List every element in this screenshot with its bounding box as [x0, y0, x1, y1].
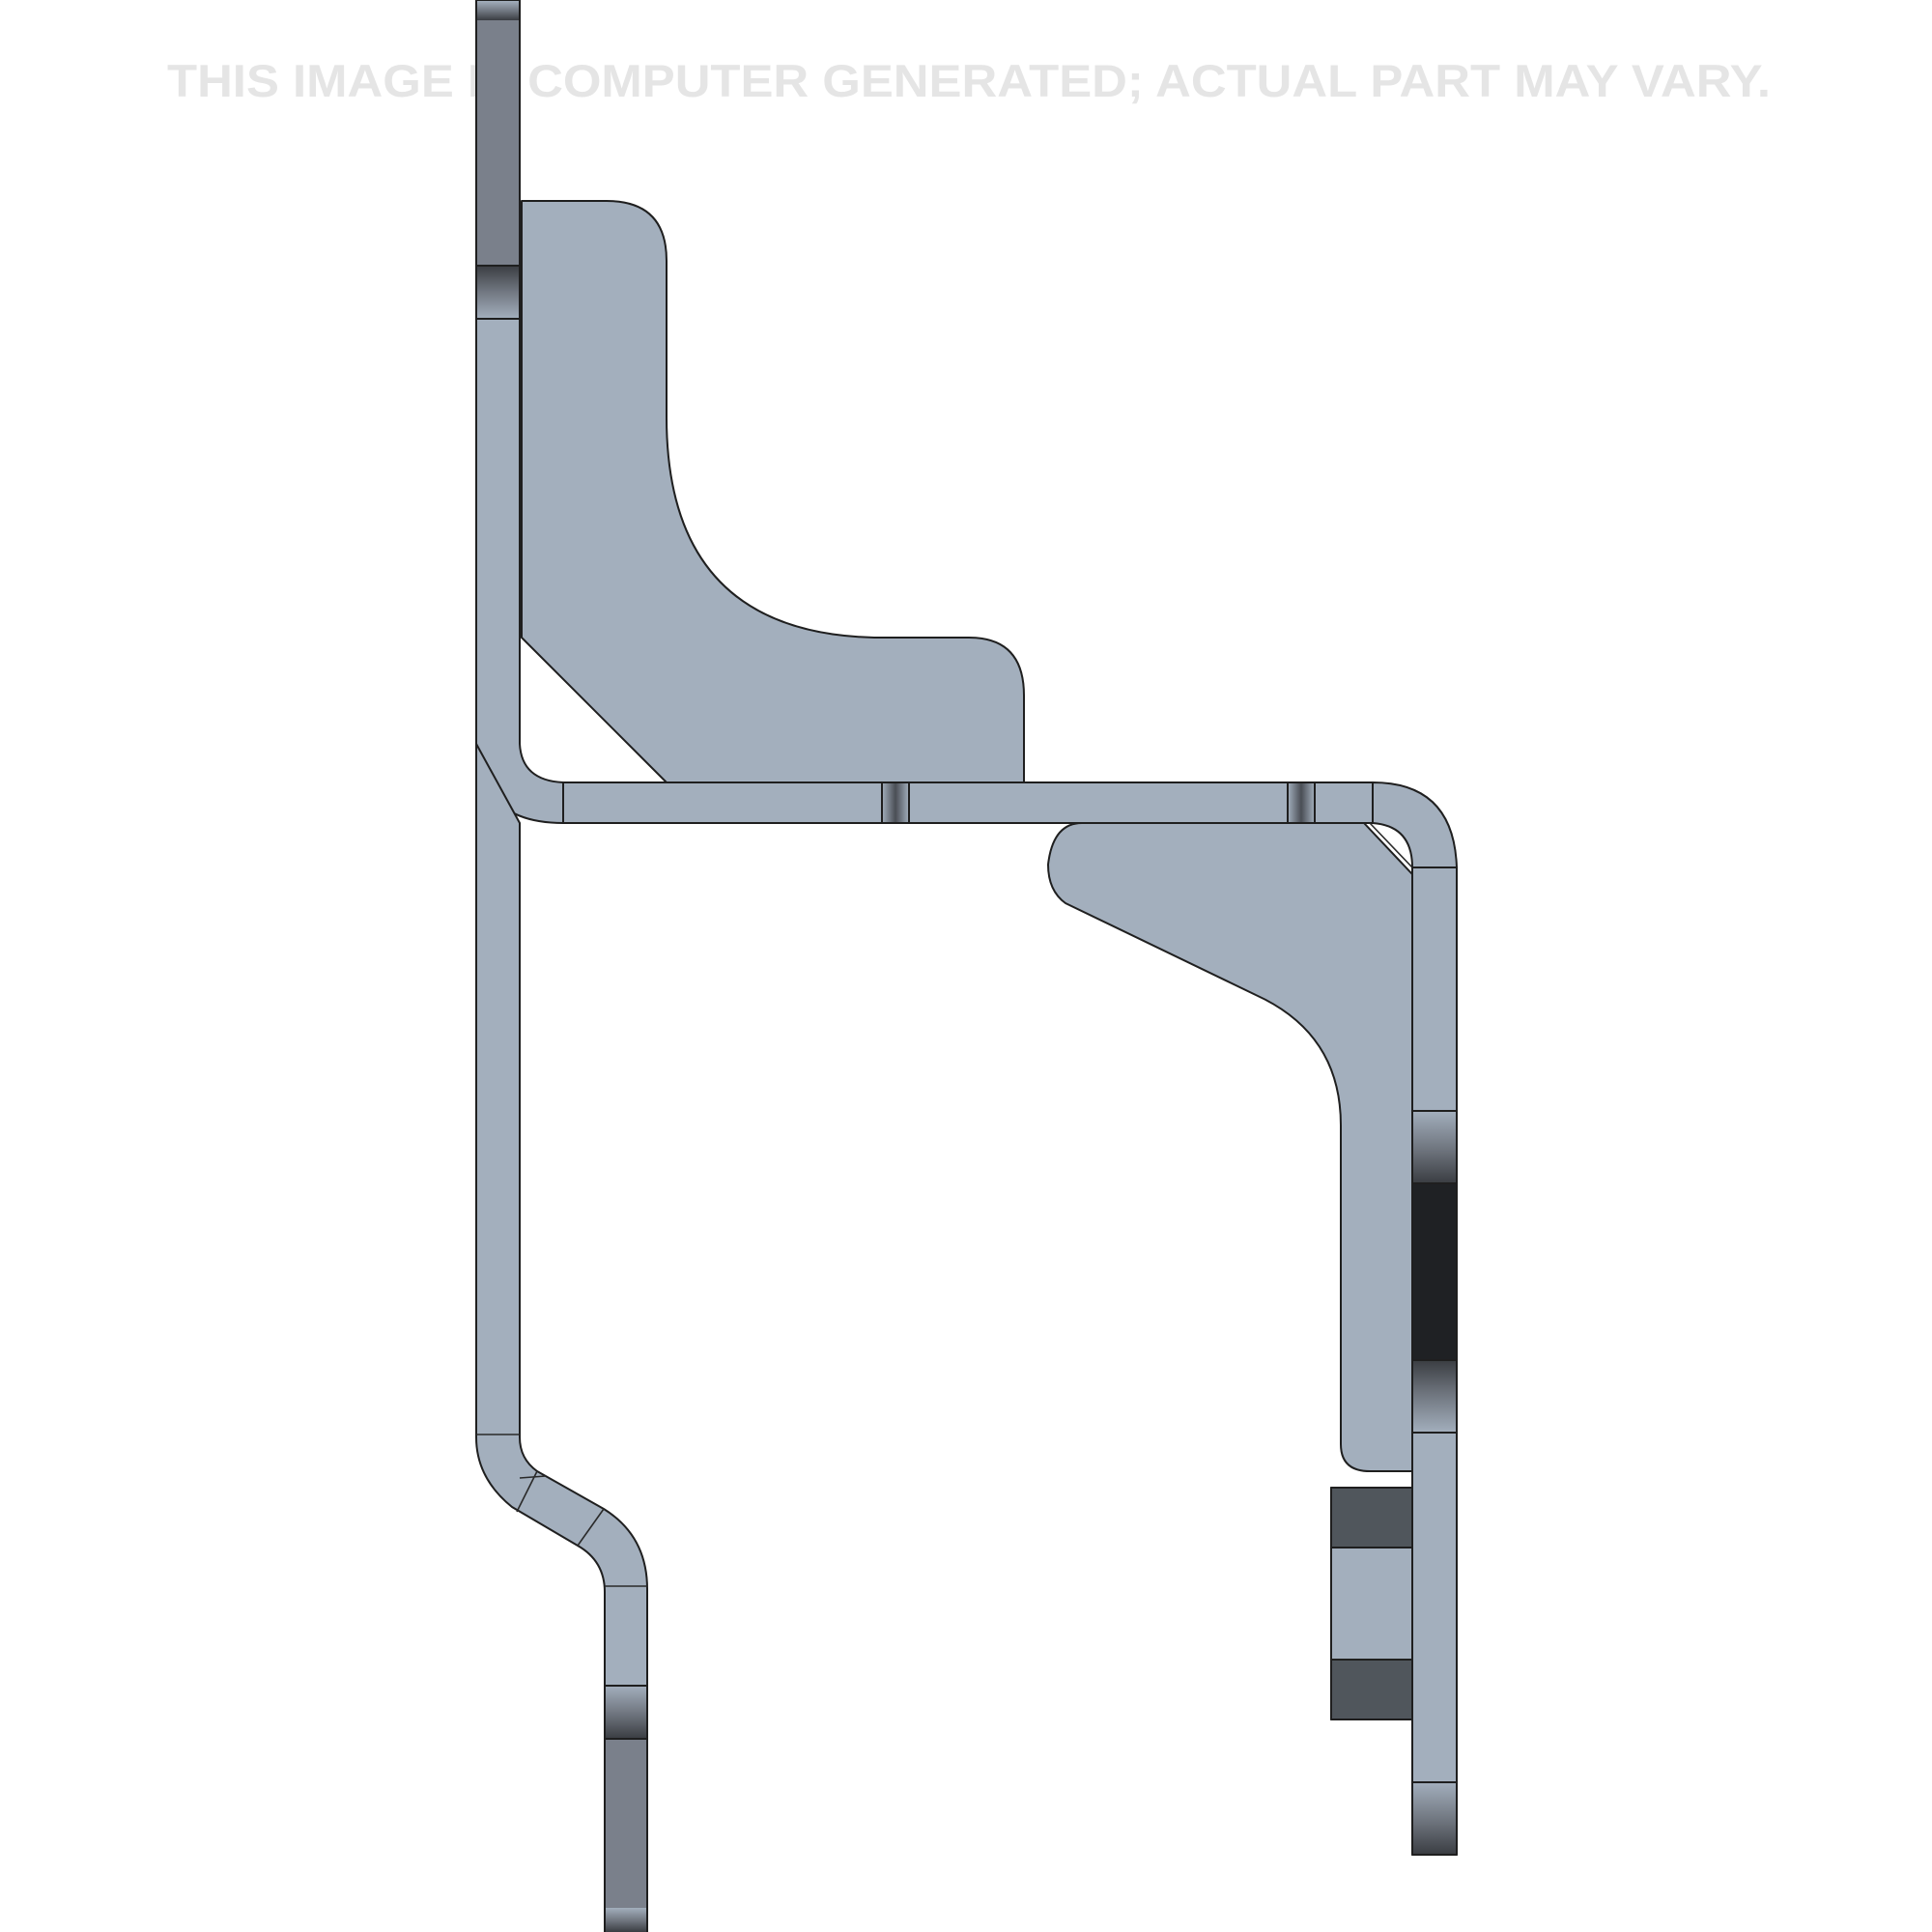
horizontal-flange-slot-left	[881, 781, 910, 824]
left-bottom-dark-tab	[604, 1738, 648, 1932]
right-black-window	[1411, 1182, 1458, 1361]
left-bottom-bend	[604, 1685, 648, 1740]
left-top-tab-highlight	[477, 1, 519, 20]
left-bend-seam-b	[516, 1470, 538, 1513]
right-bottom-bend	[1411, 1781, 1458, 1856]
corner-bend-seam	[1369, 822, 1413, 868]
left-bottom-tab-shade	[606, 1908, 646, 1932]
weld-nut-top-shade	[1330, 1487, 1413, 1548]
disclaimer-text: THIS IMAGE IS COMPUTER GENERATED; ACTUAL…	[167, 55, 1771, 106]
weld-nut-bottom-shade	[1330, 1659, 1413, 1720]
right-bend-lower	[1411, 1359, 1458, 1434]
left-bend-seam-c	[577, 1508, 605, 1547]
left-tab-bend	[475, 265, 521, 320]
right-bend-upper	[1411, 1110, 1458, 1184]
lower-gusset-plate	[1047, 822, 1413, 1472]
upper-gusset-plate	[521, 200, 1025, 783]
horizontal-flange	[562, 781, 1374, 824]
left-bend-seam-a	[519, 1475, 547, 1479]
left-top-dark-tab	[475, 0, 521, 267]
horizontal-flange-slot-right	[1287, 781, 1316, 824]
